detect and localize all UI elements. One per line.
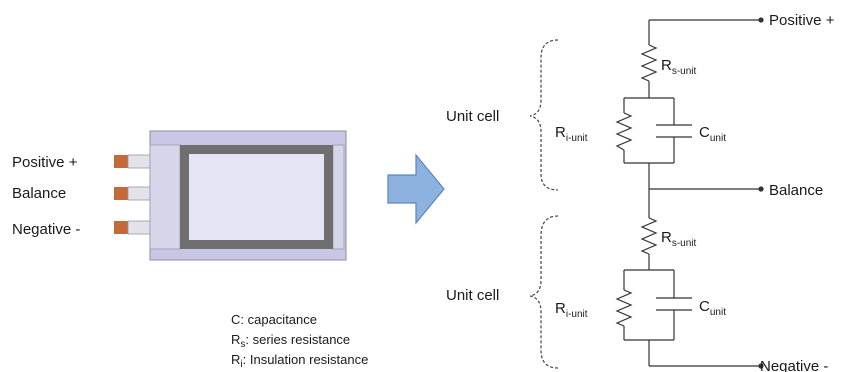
node-label-positive: Positive + bbox=[769, 12, 835, 29]
node-label-balance: Balance bbox=[769, 182, 823, 199]
capacitor-2-label: Cunit bbox=[699, 298, 726, 318]
positive-tab bbox=[114, 154, 151, 169]
capacitor-1-label: Cunit bbox=[699, 124, 726, 144]
insulation-resistor-1-label: Ri-unit bbox=[555, 124, 588, 144]
series-resistor-2-label: Rs-unit bbox=[661, 229, 697, 249]
insulation-resistor-2-symbol bbox=[615, 289, 633, 327]
unit-cell-2-label: Unit cell bbox=[446, 287, 499, 304]
insulation-resistor-2-label: Ri-unit bbox=[555, 300, 588, 320]
unit-cell-1-brace bbox=[529, 39, 559, 191]
cell-illustration bbox=[114, 130, 347, 261]
label-balance-terminal: Balance bbox=[12, 185, 66, 202]
cell-right-strip bbox=[332, 144, 345, 250]
unit-cell-2-brace bbox=[529, 215, 559, 369]
legend-item-capacitance: C: capacitance bbox=[231, 312, 317, 327]
equivalent-circuit bbox=[615, 19, 760, 367]
balance-terminal-dot bbox=[758, 186, 764, 192]
negative-tab bbox=[114, 220, 151, 235]
balance-tab bbox=[114, 186, 151, 201]
series-resistor-1-symbol bbox=[640, 44, 658, 82]
unit-cell-1-label: Unit cell bbox=[446, 108, 499, 125]
cell-seal-strip bbox=[149, 144, 181, 250]
cell-window bbox=[189, 154, 324, 240]
insulation-resistor-1-symbol bbox=[615, 112, 633, 151]
label-negative-terminal: Negative - bbox=[12, 221, 80, 238]
series-resistor-2-symbol bbox=[640, 217, 658, 255]
block-arrow bbox=[387, 153, 445, 225]
negative-terminal-dot bbox=[758, 363, 764, 369]
series-resistor-1-label: Rs-unit bbox=[661, 57, 697, 77]
positive-terminal-dot bbox=[758, 17, 764, 23]
node-label-negative: Negative - bbox=[760, 358, 828, 372]
legend-item-series-resistance: Rs: series resistance bbox=[231, 332, 350, 350]
legend-item-insulation-resistance: Ri: Insulation resistance bbox=[231, 352, 368, 370]
legend: C: capacitance Rs: series resistance Ri:… bbox=[231, 312, 368, 370]
label-positive-terminal: Positive + bbox=[12, 154, 78, 171]
